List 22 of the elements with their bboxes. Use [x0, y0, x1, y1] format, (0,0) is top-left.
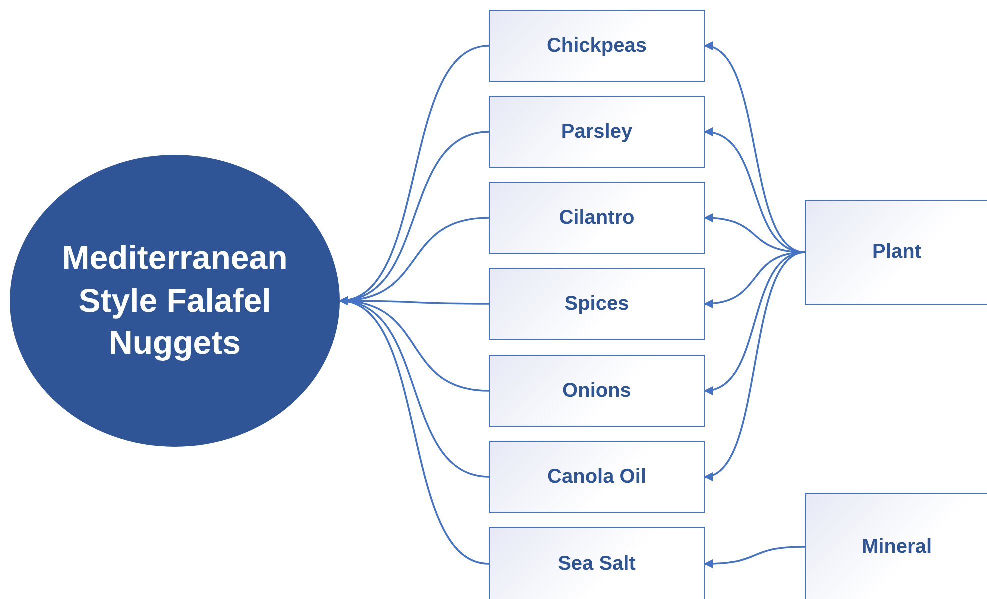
process-box: [489, 441, 705, 513]
node-label: Plant: [872, 241, 922, 264]
node-label: Cilantro: [559, 206, 635, 230]
process-box: [489, 10, 705, 82]
process-box: [805, 200, 987, 305]
process-box: [489, 527, 705, 599]
process-box: [489, 268, 705, 340]
node-label: Sea Salt: [558, 552, 636, 576]
node-label: Mineral: [862, 536, 932, 558]
connector-arrow: [339, 298, 490, 565]
process-box: [489, 355, 705, 427]
process-box: [489, 96, 705, 168]
node-label: Canola Oil: [548, 466, 646, 488]
connector-arrow: [704, 252, 806, 479]
node-label: Spices: [564, 292, 630, 316]
node-label: Onions: [562, 380, 632, 402]
node-label: Parsley: [561, 120, 633, 144]
connector-arrow: [704, 546, 806, 568]
process-box: [489, 182, 705, 254]
process-box: [805, 493, 987, 599]
node-label: Chickpeas: [546, 34, 648, 58]
node-label: Mediterranean Style Falafel Nuggets: [61, 238, 289, 364]
